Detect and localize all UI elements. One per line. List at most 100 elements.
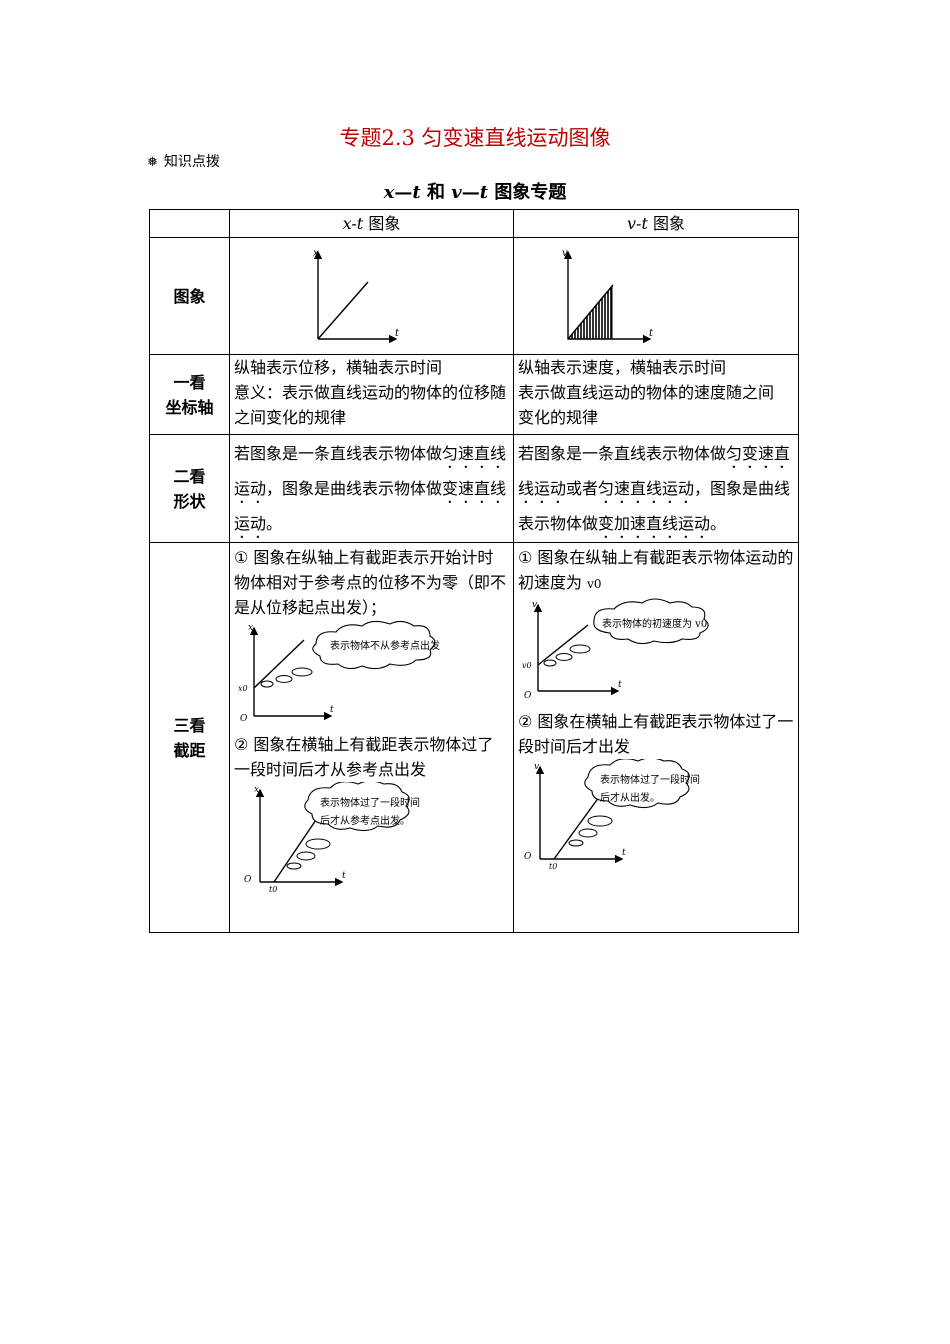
xt-basic-graph: x t	[313, 248, 400, 344]
table-title-v: v	[451, 182, 462, 203]
axis-label: O	[240, 714, 248, 724]
table-title-dash: —	[461, 182, 480, 203]
header-xt-var: x-t	[342, 214, 364, 233]
vt-basic-graph: v t	[562, 248, 654, 344]
vt-shape-emphasis: 匀变速直线运动	[518, 444, 791, 498]
xt-axes-cell: 纵轴表示位移，横轴表示时间 意义：表示做直线运动的物体的位移随 之间变化的规律	[229, 354, 514, 435]
header-xt: x-t 图象	[229, 209, 514, 238]
xt-shape-cell: 若图象是一条直线表示物体做匀速直线运动，图象是曲线表示物体做变速直线运动。	[229, 434, 514, 543]
header-vt: v-t 图象	[513, 209, 799, 238]
row-label-shape-line2: 形状	[173, 491, 206, 511]
axis-label: x	[254, 785, 259, 795]
axis-label: v0	[522, 661, 532, 670]
row-label-axes-line1: 一看	[173, 372, 206, 392]
row-label-shape: 二看形状	[149, 434, 230, 543]
xt-intercept-graph1: 表示物体不从参考点出发 x t x0 O	[238, 620, 440, 724]
vt-shape-text: 。	[710, 514, 727, 533]
xt-intercept-text2: ② 图象在横轴上有截距表示物体过了一段时间后才从参考点出发	[234, 735, 494, 779]
header-xt-text: 图象	[363, 214, 401, 233]
xt-intercept-graph2: 表示物体过了一段时间 后才从参考点出发。 x t O t0	[244, 782, 420, 894]
xt-intercept-text1: ① 图象在纵轴上有截距表示开始计时物体相对于参考点的位移不为零（即不是从位移起点…	[234, 548, 507, 617]
graph-comparison-table: x-t 图象 v-t 图象 图象 x t	[149, 209, 799, 933]
xt-graph-cell: x t	[229, 237, 514, 355]
table-title-t: t	[479, 182, 489, 203]
xt-shape-text: ，图象是曲线表示物体做	[266, 479, 443, 498]
axis-label: v	[534, 762, 539, 772]
table-title-and: 和	[420, 182, 452, 203]
axis-label: x	[248, 623, 253, 633]
table-title-x: x	[383, 182, 395, 203]
table-title-t: t	[412, 182, 421, 203]
table-title-dash: —	[394, 182, 413, 203]
section-label-text: 知识点拨	[163, 154, 220, 170]
xt-axes-line3: 之间变化的规律	[234, 408, 347, 427]
vt-shape-emphasis: 匀速直线运动	[598, 479, 695, 498]
vt-bubble2-text: 表示物体过了一段时间	[600, 773, 700, 786]
vt-line	[567, 284, 614, 340]
header-empty-cell	[149, 209, 230, 238]
axis-label: v	[532, 600, 537, 610]
vt-shape-cell: 若图象是一条直线表示物体做匀变速直线运动或者匀速直线运动，图象是曲线表示物体做变…	[513, 434, 799, 543]
header-vt-text: 图象	[647, 214, 685, 233]
axis-label: t	[342, 871, 346, 881]
page-title: 专题2.3 匀变速直线运动图像	[339, 126, 611, 150]
row-label-intercept: 三看截距	[149, 542, 230, 933]
xt-bubble2-text: 后才从参考点出发。	[320, 814, 410, 827]
axis-label: t0	[269, 885, 277, 894]
row-label-axes-line2: 坐标轴	[165, 397, 214, 417]
vt-intercept-v0: v0	[587, 577, 602, 591]
xt-line	[317, 281, 369, 340]
vt-shape-text: 或者	[566, 479, 599, 498]
xt-axis-x-label: x	[313, 248, 319, 259]
vt-axis-t-label: t	[649, 328, 654, 339]
xt-axis-t-label: t	[395, 328, 400, 339]
vt-shape-text: 若图象是一条直线表示物体做	[518, 444, 727, 463]
vt-shape-emphasis: 变加速直线运动	[598, 514, 711, 533]
xt-bubble1-text: 表示物体不从参考点出发	[330, 639, 440, 652]
xt-bubble2-text: 表示物体过了一段时间	[320, 796, 420, 809]
row-label-axes: 一看坐标轴	[149, 354, 230, 435]
section-label: ❅ 知识点拨	[147, 151, 220, 171]
xt-shape-emphasis: 变速直线运动	[234, 479, 507, 533]
axis-label: t	[330, 705, 334, 715]
axis-label: O	[524, 691, 532, 701]
axis-label: O	[244, 875, 252, 885]
xt-shape-text: 。	[266, 514, 283, 533]
vt-intercept-text1: ① 图象在纵轴上有截距表示物体运动的初速度为 v0	[518, 545, 794, 597]
vt-intercept-graph1: 表示物体的初速度为 v0 v t v0 O	[522, 598, 709, 701]
vt-axes-line1: 纵轴表示速度，横轴表示时间	[518, 358, 727, 377]
axis-label: t0	[549, 862, 557, 871]
xt-axes-line1: 纵轴表示位移，横轴表示时间	[234, 358, 443, 377]
table-title-suffix: 图象专题	[488, 182, 567, 203]
xt-shape-text: 若图象是一条直线表示物体做	[234, 444, 443, 463]
row-label-intercept-line2: 截距	[173, 740, 206, 760]
table-row-graph: 图象 x t v	[149, 237, 799, 355]
xt-shape-emphasis: 匀速直线运动	[234, 444, 507, 498]
vt-shape-text: ，图象是曲线表示物体做	[518, 479, 791, 533]
xt-axes-line2: 意义：表示做直线运动的物体的位移随	[234, 383, 507, 402]
row-label-shape-line1: 二看	[173, 466, 206, 486]
vt-intercept-cell: ① 图象在纵轴上有截距表示物体运动的初速度为 v0 表示物体的初速度为 v0 v…	[513, 542, 799, 933]
vt-intercept-text2: ② 图象在横轴上有截距表示物体过了一段时间后才出发	[518, 712, 794, 756]
table-row-shape: 二看形状 若图象是一条直线表示物体做匀速直线运动，图象是曲线表示物体做变速直线运…	[149, 434, 799, 543]
vt-axes-line2: 表示做直线运动的物体的速度随之间	[518, 383, 775, 402]
axis-label: t	[618, 680, 622, 690]
vt-bubble1-text: 表示物体的初速度为 v0	[602, 617, 707, 630]
snowflake-icon: ❅	[147, 155, 158, 170]
axis-label: O	[524, 852, 532, 862]
row-label-graph: 图象	[149, 237, 230, 355]
axis-label: x0	[238, 684, 248, 693]
vt-intercept-graph2: 表示物体过了一段时间 后才从出发。 v t O t0	[524, 759, 700, 871]
vt-intercept-text1-a: ① 图象在纵轴上有截距表示物体运动的初速度为	[518, 548, 794, 592]
vt-bubble2-text: 后才从出发。	[600, 791, 660, 804]
vt-axes-cell: 纵轴表示速度，横轴表示时间 表示做直线运动的物体的速度随之间 变化的规律	[513, 354, 799, 435]
axis-label: t	[622, 848, 626, 858]
table-title: x—t 和 v—t 图象专题	[0, 178, 950, 204]
table-header-row: x-t 图象 v-t 图象	[149, 209, 799, 238]
vt-axis-v-label: v	[562, 248, 568, 259]
row-label-intercept-line1: 三看	[173, 715, 206, 735]
vt-axes-line3: 变化的规律	[518, 408, 599, 427]
table-row-axes: 一看坐标轴 纵轴表示位移，横轴表示时间 意义：表示做直线运动的物体的位移随 之间…	[149, 354, 799, 435]
table-row-intercept: 三看截距 ① 图象在纵轴上有截距表示开始计时物体相对于参考点的位移不为零（即不是…	[149, 542, 799, 933]
header-vt-var: v-t	[627, 214, 648, 233]
